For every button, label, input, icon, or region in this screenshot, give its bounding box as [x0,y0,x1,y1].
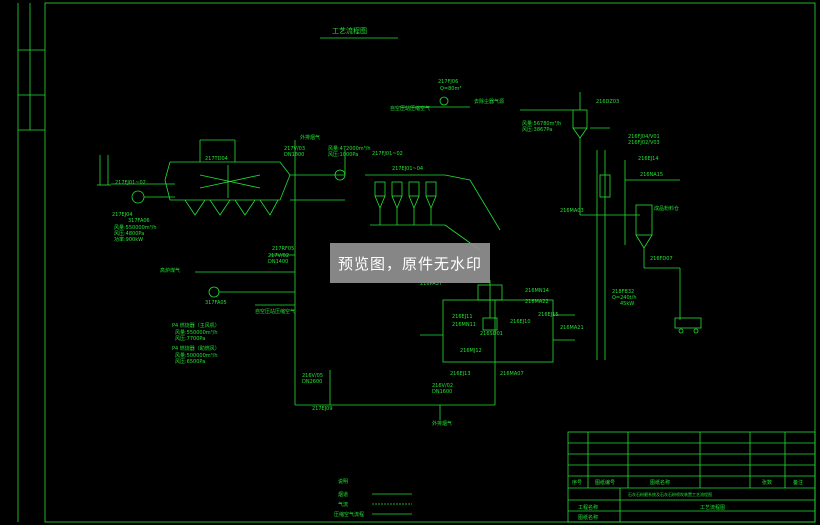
tb-sheet-label: 图纸名称 [578,514,598,521]
top-fan [439,96,449,106]
spec-2-head: P4 燃烧器（助燃风） [172,345,220,352]
spec-2-p: 风压:6500Pa [175,359,205,365]
label-fan-top-flow: Q=80m³ [440,86,461,92]
bag-filter [520,92,640,216]
label-center-7: 216MA07 [500,371,524,377]
label-dryer-inlet: 217FJ01~02 [115,180,146,186]
dryer-vessel [164,161,291,216]
product-silo [624,160,681,320]
label-bottom-valve: 216V/02 [432,383,453,389]
label-truck-p: 45kW [620,301,634,307]
legend-item-0: 烟道 [338,491,348,498]
label-bf-q: 风量:56780m³/h [522,120,561,127]
label-bf-p: 风压:3867Pa [522,127,552,133]
label-truck: 218FB32 [612,289,634,295]
label-right-mid-1: 216MA21 [560,325,584,331]
spec-2-q: 风量:500000m³/h [175,352,218,359]
tb-header-3: 张数 [762,479,772,486]
label-center-3: 216MN11 [452,322,476,328]
label-center-1: 216PA37 [420,281,442,287]
label-main-fan: 317FA06 [128,218,150,224]
label-center-5: 216MJ12 [460,348,482,354]
cyclone-group [365,174,445,226]
tb-sheet-name: 工艺流程图 [700,504,725,511]
legend-item-2: 压缩空气流程 [334,511,364,518]
truck [674,317,702,334]
tb-header-0: 序号 [572,479,582,486]
label-hot-gen: 217RF05 [272,246,294,252]
label-valve-c-dn: DN2600 [302,379,322,385]
label-stack: 217EJ04 [112,212,133,218]
label-dryer: 217TD04 [205,156,228,162]
label-loop: 217EJ09 [312,406,333,412]
label-right-fan-4: 216NA15 [640,172,663,178]
label-right-fan-2: 216FJ02/V03 [628,140,660,146]
label-bottom-out: 外排烟气 [432,420,452,427]
tb-project-name: 石灰石粉磨系统及石灰石粉喷吹装置工艺流程图 [628,491,712,497]
label-pipe-left-top: 自空压站压缩空气 [390,105,430,112]
label-right-mid-5: 216MA22 [525,299,549,305]
drawing-frame [44,2,816,523]
mill-building [420,280,575,363]
burner-fan [208,286,220,298]
label-center-4: 216SD01 [480,331,503,337]
label-center-6: 216EJ13 [450,371,471,377]
label-right-mid-3: 216EJ15 [538,312,559,318]
label-main-fan-q: 风量:550000m³/h [114,224,157,231]
tb-project-label: 工程名称 [578,504,598,511]
label-gas-out: 外排烟气 [300,134,320,141]
label-main-fan-p: 风压:4800Pa [114,231,144,237]
label-right-fan-3: 216EJ14 [638,156,659,162]
tb-header-4: 备注 [793,479,803,486]
label-center-2: 216EJ11 [452,314,473,320]
label-bottom-valve-dn: DN1600 [432,389,452,395]
label-fan-top: 217FJ06 [438,79,458,85]
label-right-fan-1: 216FJ04/V01 [628,134,660,140]
spec-1-p: 风压:7700Pa [175,336,205,342]
label-truck-load: Q=240t/h [612,295,636,301]
label-pipe-right-top: 去除尘器气源 [474,98,504,105]
drawing-title: 工艺流程图 [332,26,367,35]
label-mill: 216MA03 [560,208,584,214]
label-valve-b-dn: DN1400 [268,259,288,265]
label-cyclone-tag: 217FJ01~02 [372,151,403,157]
label-silo-out: 216FD07 [650,256,673,262]
tb-header-1: 图纸编号 [595,479,615,486]
preview-watermark: 预览图，原件无水印 [330,243,490,283]
label-silo: 成品粉料仓 [654,205,679,212]
label-flow-b: 风压:1000Pa [328,152,358,158]
title-block [567,431,816,523]
label-valve-c: 216V/05 [302,373,323,379]
spec-1-head: P4 燃烧器（主风机） [172,322,220,329]
label-gas-source: 高炉煤气 [160,267,180,274]
label-right-mid-4: 216MN14 [525,288,549,294]
label-burner: 317FA05 [205,300,227,306]
label-valve-b: 217V/02 [268,253,289,259]
legend-item-1: 气流 [338,501,348,508]
label-cyclone-group: 217EJ01~04 [392,166,423,172]
chimney-stack [97,155,111,186]
label-valve-a: 217V/03 [284,146,305,152]
label-main-fan-w: 功率:900kW [114,236,143,243]
spec-1-q: 风量:550000m³/h [175,329,218,336]
label-right-mid-2: 216EJ10 [510,319,531,325]
tb-header-2: 图纸名称 [650,479,670,486]
process-fan [334,169,346,181]
label-bag-filter: 216DZ03 [596,99,619,105]
legend-header: 说明 [338,478,348,485]
mill-column [596,150,611,360]
main-fan [131,190,145,204]
label-flow-a: 风量:472000m³/h [328,145,371,152]
label-valve-a-dn: DN1800 [284,152,304,158]
label-air-in: 自空压站压缩空气 [255,308,295,315]
